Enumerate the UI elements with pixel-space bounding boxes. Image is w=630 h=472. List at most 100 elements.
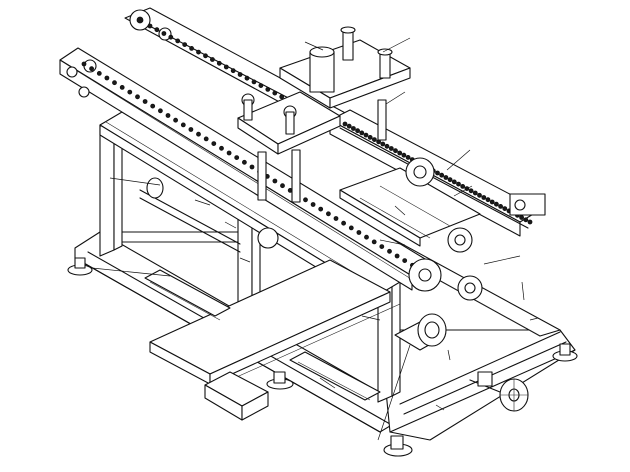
chain-link xyxy=(303,197,308,203)
chain-link xyxy=(341,220,347,226)
chain-link xyxy=(188,127,194,132)
sprocket-mid xyxy=(447,227,473,253)
chain-link xyxy=(135,94,140,100)
chain-link xyxy=(371,137,377,143)
chain-link xyxy=(348,225,354,231)
chain-link xyxy=(241,159,247,165)
chain-link xyxy=(342,121,348,127)
chain-link xyxy=(168,34,174,40)
chain-link xyxy=(481,195,487,200)
chain-link xyxy=(460,183,466,189)
chain-link xyxy=(393,148,398,154)
chain-link xyxy=(251,79,257,85)
chain-link xyxy=(439,172,445,178)
chain-link xyxy=(237,72,243,77)
chain-link xyxy=(325,211,331,217)
chain-link xyxy=(451,179,457,185)
front-cabinet xyxy=(204,371,269,421)
chain-link xyxy=(209,57,215,62)
chain-link xyxy=(89,66,94,72)
inner-work-platform xyxy=(339,167,481,247)
chain-link xyxy=(402,258,408,264)
chain-link xyxy=(165,113,171,118)
chain-link xyxy=(485,197,491,203)
chain-link xyxy=(394,253,400,259)
chain-link xyxy=(364,234,369,240)
chain-link xyxy=(387,248,392,254)
chain-link xyxy=(388,146,394,151)
chain-link xyxy=(523,217,529,223)
chain-link xyxy=(527,219,533,225)
chain-link xyxy=(104,75,110,81)
chain-link xyxy=(498,203,504,209)
chain-link xyxy=(96,71,102,76)
chain-link xyxy=(519,215,524,220)
chain-link xyxy=(310,202,316,207)
chain-link xyxy=(196,49,201,55)
chain-link xyxy=(363,132,369,138)
leveling-pads xyxy=(67,257,578,457)
chain-link xyxy=(196,131,201,137)
slide-table xyxy=(149,259,401,385)
chain-link xyxy=(150,103,156,109)
chain-link xyxy=(280,183,285,189)
chain-link xyxy=(350,126,356,131)
pad-mid-left xyxy=(266,371,294,390)
chain-link xyxy=(456,181,461,187)
chain-link xyxy=(175,38,181,44)
chain-link xyxy=(216,60,222,66)
chain-link xyxy=(81,61,87,67)
chain-link xyxy=(272,90,278,96)
right-end-bracket xyxy=(509,193,546,216)
chain-link xyxy=(447,177,453,183)
sprocket-upper xyxy=(405,157,435,187)
chain-link xyxy=(226,150,232,156)
chain-link xyxy=(182,42,188,47)
chain-link xyxy=(203,53,208,59)
chain-link xyxy=(346,123,352,129)
chain-link xyxy=(249,164,255,170)
chain-link xyxy=(272,178,278,184)
chain-link xyxy=(203,136,209,142)
chain-link xyxy=(405,154,411,160)
press-head xyxy=(237,26,411,203)
chain-link xyxy=(371,239,377,245)
chain-link xyxy=(359,130,365,136)
chain-link xyxy=(489,199,495,205)
chain-link xyxy=(468,188,474,194)
lower-chain xyxy=(81,61,423,273)
chain-link xyxy=(333,216,339,221)
chain-link xyxy=(401,152,407,158)
chain-link xyxy=(211,141,217,147)
chain-link xyxy=(223,64,229,70)
sprocket-lower xyxy=(408,258,442,292)
chain-link xyxy=(379,244,385,250)
chain-link xyxy=(244,75,250,81)
chain-link xyxy=(502,206,508,212)
chain-link xyxy=(127,89,133,95)
chain-link xyxy=(147,23,153,29)
chain-link xyxy=(142,99,148,104)
press-cylinder xyxy=(309,46,335,93)
sprocket-group xyxy=(405,157,483,301)
chain-link xyxy=(472,190,478,196)
drive-motor xyxy=(394,313,447,351)
chain-link xyxy=(384,143,390,149)
chain-link xyxy=(279,94,285,100)
chain-link xyxy=(258,83,264,88)
chain-link xyxy=(119,85,125,90)
lower-rail xyxy=(289,351,381,401)
sprocket-right xyxy=(457,275,483,301)
chain-link xyxy=(356,230,362,235)
chain-link xyxy=(318,206,324,212)
chain-link xyxy=(397,150,403,156)
chain-link xyxy=(154,27,160,33)
chain-link xyxy=(189,46,195,51)
chain-link xyxy=(112,80,117,86)
chain-link xyxy=(367,134,373,140)
pad-front-right xyxy=(383,435,413,457)
pad-front-left xyxy=(67,257,93,276)
chain-link xyxy=(161,31,167,36)
chain-link xyxy=(443,175,449,180)
